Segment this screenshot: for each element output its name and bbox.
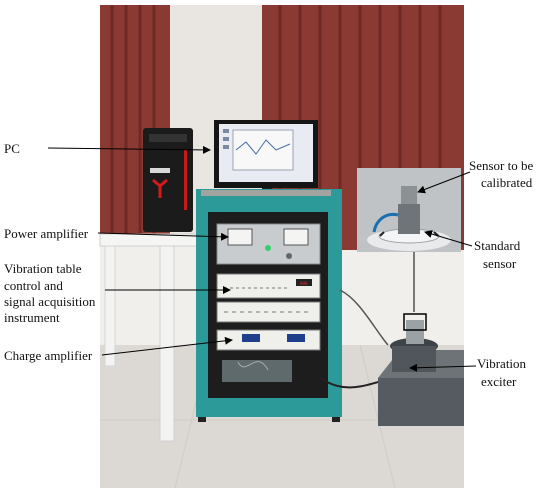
charge-amplifier-leader xyxy=(101,336,233,356)
label-standard-sensor-line2: sensor xyxy=(483,256,517,271)
label-standard-sensor-line1: Standard xyxy=(474,238,521,253)
monitor xyxy=(214,120,318,197)
pc-tower xyxy=(143,128,193,232)
sensor-inset-photo xyxy=(357,168,461,252)
label-charge-amplifier: Charge amplifier xyxy=(4,348,93,363)
label-power-amplifier: Power amplifier xyxy=(4,226,89,241)
label-vibration-control-line2: control and xyxy=(4,278,63,293)
leader-lines xyxy=(47,145,477,372)
label-vibration-control-line3: signal acquisition xyxy=(4,294,96,309)
label-vibration-control-line4: instrument xyxy=(4,310,60,325)
sensor-calibrated-leader xyxy=(417,171,471,194)
label-vibration-exciter-line2: exciter xyxy=(481,374,517,389)
pc-leader xyxy=(47,145,211,154)
label-sensor-calibrated-line1: Sensor to be xyxy=(469,158,534,173)
vibration-exciter-device xyxy=(378,313,464,426)
label-pc: PC xyxy=(4,141,20,156)
label-vibration-control-line1: Vibration table xyxy=(4,261,82,276)
svg-text:888: 888 xyxy=(300,282,308,287)
label-sensor-calibrated-line2: calibrated xyxy=(481,175,533,190)
labels: PC Power amplifier Vibration table contr… xyxy=(4,141,534,389)
instrument-cabinet: 888 xyxy=(196,189,342,422)
vibration-exciter-leader xyxy=(409,363,477,372)
lab-photo: 888 xyxy=(99,5,464,489)
label-vibration-exciter-line1: Vibration xyxy=(477,356,527,371)
standard-sensor-leader xyxy=(424,230,473,247)
power-amplifier-leader xyxy=(97,232,229,241)
